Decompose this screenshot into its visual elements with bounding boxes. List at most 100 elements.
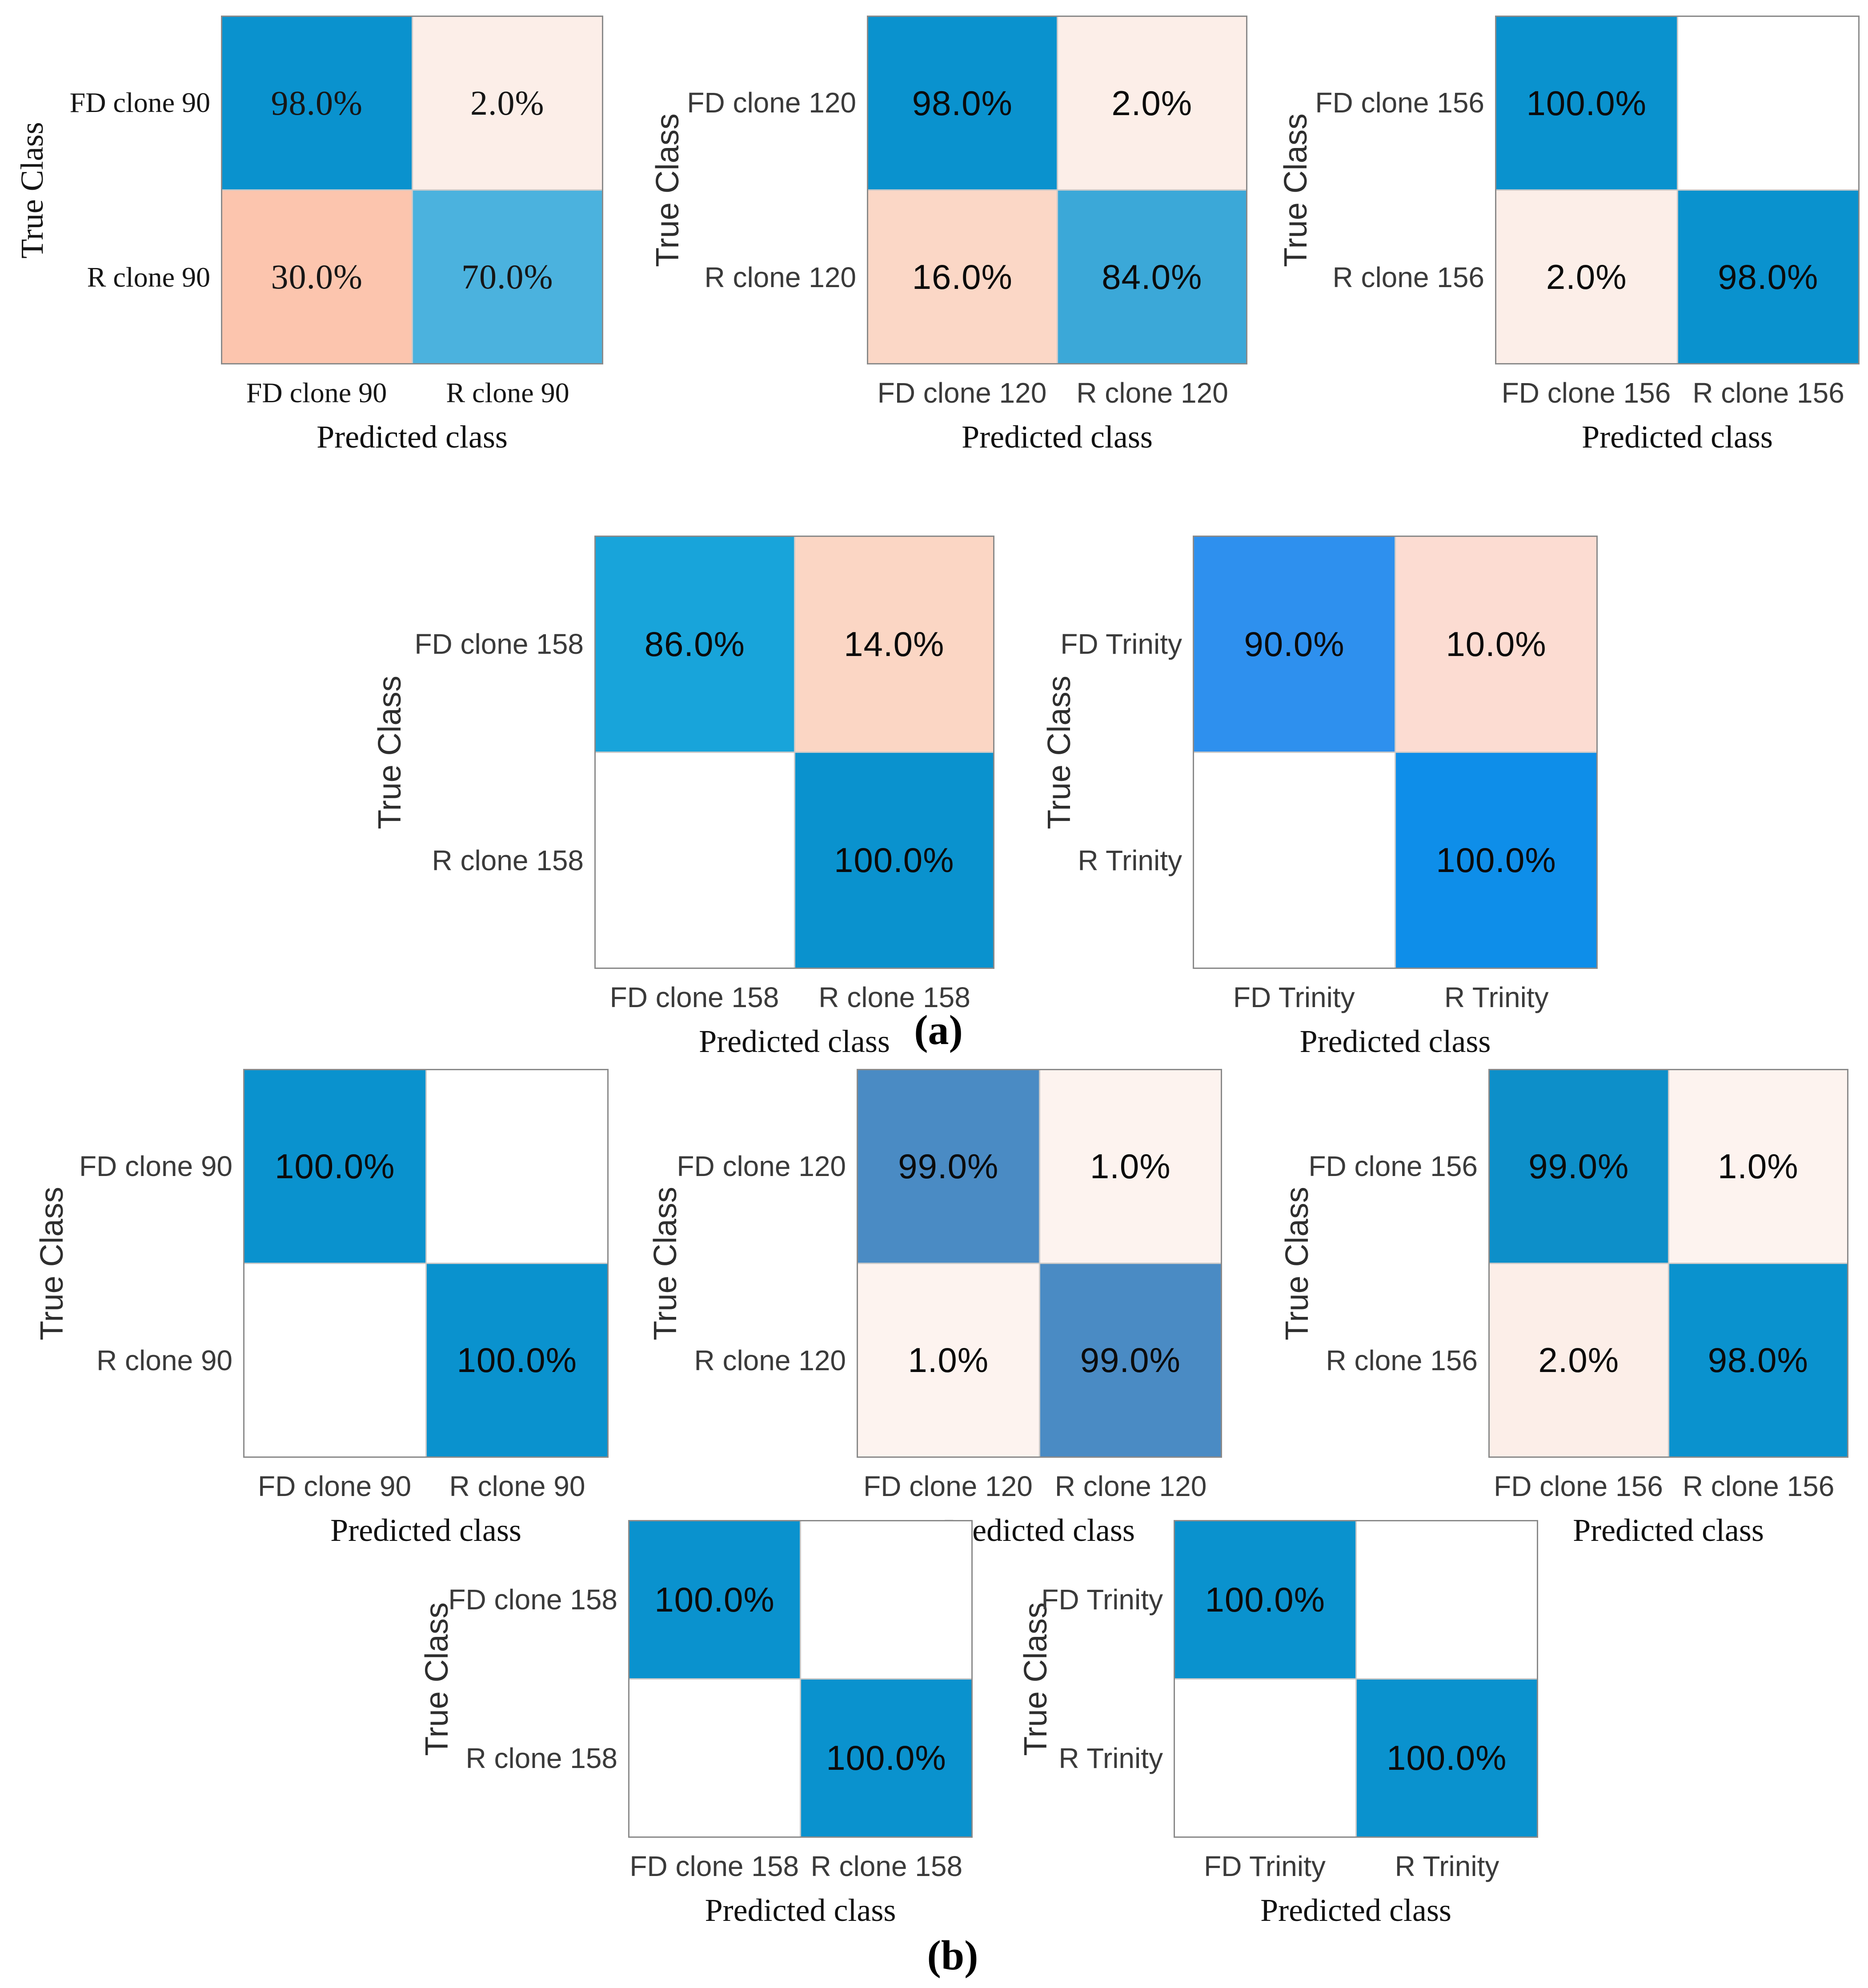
x-tick-label: R clone 156 [1682,1470,1835,1502]
cell-value: 100.0% [457,1340,577,1380]
x-tick-label: FD clone 90 [246,377,387,408]
cell-value: 98.0% [1718,257,1819,296]
cell-value: 30.0% [271,257,363,296]
y-tick-label: R clone 120 [694,1344,846,1377]
matrix-cell [426,1070,607,1263]
x-axis-label: Predicted class [1573,1512,1764,1548]
cell-value: 70.0% [461,257,553,296]
x-tick-label: FD clone 158 [629,1850,799,1882]
matrix-cell: 86.0% [596,537,794,752]
matrix-grid: 98.0% 2.0% 30.0% 70.0% [221,16,603,364]
matrix-grid: 99.0% 1.0% 1.0% 99.0% [857,1069,1222,1458]
cell-value: 100.0% [834,840,954,880]
y-tick-label: FD clone 120 [677,1150,846,1182]
matrix-cell [1194,753,1395,968]
matrix-cell: 2.0% [1058,17,1246,189]
y-axis-label: True Class [1278,113,1314,267]
x-tick-label: FD Trinity [1204,1850,1326,1882]
cell-value: 100.0% [654,1580,775,1619]
matrix-cell: 10.0% [1396,537,1596,752]
y-tick-label: R Trinity [1078,844,1182,877]
cell-value: 98.0% [271,84,363,122]
y-axis-label: True Class [34,1186,70,1340]
matrix-cell [629,1680,800,1836]
cell-value: 90.0% [1244,624,1345,664]
matrix-cell: 14.0% [795,537,993,752]
matrix-cell: 98.0% [1669,1264,1847,1456]
cell-value: 2.0% [1546,257,1627,296]
y-tick-label: R clone 90 [87,261,210,293]
x-tick-label: FD clone 120 [863,1470,1033,1502]
matrix-cell [1175,1680,1355,1836]
cell-value: 84.0% [1102,257,1203,296]
y-axis-label: True Class [648,1186,683,1340]
x-tick-label: FD Trinity [1233,981,1355,1013]
x-axis-label: Predicted class [330,1512,521,1548]
y-tick-label: R clone 156 [1332,261,1484,293]
y-tick-label: FD clone 158 [448,1583,617,1616]
x-tick-label: FD clone 90 [257,1470,412,1502]
cell-value: 100.0% [274,1147,395,1186]
x-axis-label: Predicted class [962,419,1153,455]
cell-value: 1.0% [1717,1147,1799,1186]
matrix-cell [1678,17,1858,189]
cell-value: 1.0% [1090,1147,1171,1186]
matrix-cell: 1.0% [1040,1070,1221,1263]
matrix-cell: 100.0% [801,1680,971,1836]
matrix-grid: 98.0% 2.0% 16.0% 84.0% [867,16,1247,364]
y-tick-label: R clone 156 [1326,1344,1478,1377]
cell-value: 1.0% [908,1340,989,1380]
matrix-cell: 98.0% [1678,191,1858,363]
x-axis-label: Predicted class [1260,1892,1451,1928]
matrix-cell: 84.0% [1058,191,1246,363]
matrix-cell: 1.0% [1669,1070,1847,1263]
matrix-cell: 100.0% [1496,17,1677,189]
y-tick-label: R clone 90 [96,1344,232,1377]
x-tick-label: R clone 120 [1076,377,1228,409]
cell-value: 14.0% [844,624,945,664]
matrix-cell: 99.0% [1040,1264,1221,1456]
y-tick-label: FD clone 120 [687,87,856,119]
y-tick-label: FD clone 156 [1308,1150,1478,1182]
y-axis-label: True Class [1042,675,1077,829]
x-axis-label: Predicted class [705,1892,896,1928]
y-tick-label: R Trinity [1058,1742,1163,1775]
cell-value: 98.0% [1708,1340,1808,1380]
y-axis-label: True Class [1279,1186,1315,1340]
matrix-grid: 86.0% 14.0% 100.0% [594,536,994,969]
matrix-cell: 100.0% [795,753,993,968]
matrix-grid: 100.0% 100.0% [243,1069,609,1458]
matrix-cell: 100.0% [245,1070,425,1263]
matrix-cell: 98.0% [868,17,1057,189]
x-tick-label: R clone 158 [810,1850,963,1882]
y-tick-label: FD clone 158 [414,628,584,660]
cell-value: 98.0% [912,83,1013,123]
matrix-cell: 2.0% [1496,191,1677,363]
matrix-cell: 2.0% [1490,1264,1668,1456]
matrix-cell [245,1264,425,1456]
matrix-cell: 100.0% [1396,753,1596,968]
matrix-grid: 100.0% 100.0% [1174,1520,1538,1838]
matrix-grid: 99.0% 1.0% 2.0% 98.0% [1488,1069,1848,1458]
cell-value: 100.0% [826,1738,946,1777]
x-tick-label: FD clone 156 [1494,1470,1663,1502]
cell-value: 99.0% [1528,1147,1629,1186]
x-tick-label: R clone 90 [449,1470,585,1502]
cell-value: 99.0% [898,1147,999,1186]
matrix-cell: 1.0% [858,1264,1039,1456]
matrix-cell: 99.0% [858,1070,1039,1263]
x-tick-label: R clone 90 [446,377,569,408]
y-axis-label: True Class [1018,1602,1054,1756]
cell-value: 2.0% [470,84,545,122]
cell-value: 100.0% [1436,840,1556,880]
y-tick-label: R clone 158 [432,844,584,877]
x-tick-label: R clone 156 [1692,377,1844,409]
x-axis-label: Predicted class [1582,419,1773,455]
